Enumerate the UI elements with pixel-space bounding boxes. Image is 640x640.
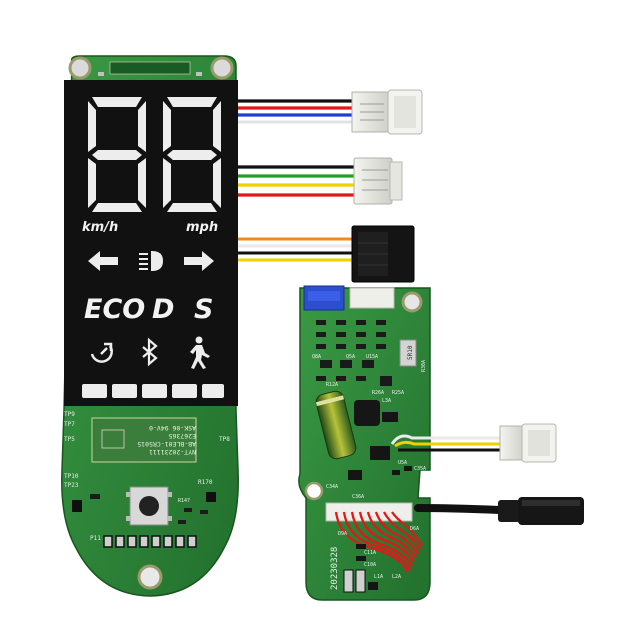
- ble-module: [91, 417, 197, 463]
- module-text-4: ASK-06 94V-0: [149, 424, 196, 432]
- connector-3: [351, 225, 415, 283]
- power-inductor: [354, 400, 380, 426]
- module-text-3: E267365: [169, 432, 196, 440]
- mount-hole: [210, 56, 234, 80]
- label-r25a: R25A: [392, 390, 404, 396]
- dashboard-board: km/h mph ECO D S: [61, 55, 239, 597]
- label-r147: R147: [178, 498, 190, 504]
- red-wire-bundle: [334, 511, 423, 573]
- label-c34a: C34A: [326, 484, 338, 490]
- label-c10a: C10A: [364, 562, 376, 568]
- label-tp23: TP23: [64, 482, 79, 489]
- label-l1a: L1A: [374, 574, 383, 580]
- label-inductor: 5R10: [407, 345, 414, 360]
- label-p11: P11: [90, 535, 101, 542]
- date-code: 20230328: [330, 547, 340, 590]
- label-q5a: Q5A: [346, 354, 355, 360]
- battery-segment: [112, 384, 137, 398]
- label-l2a: L2A: [392, 574, 401, 580]
- arrow-left-icon: [88, 251, 118, 271]
- connector-1: [351, 89, 423, 135]
- wire-harness-2: [238, 165, 360, 197]
- battery-segment: [82, 384, 107, 398]
- mount-hole: [401, 291, 423, 313]
- label-u5a: U5A: [398, 460, 407, 466]
- solder-pad-row: [103, 535, 197, 548]
- connector-4: [499, 423, 557, 463]
- label-c35a: C35A: [414, 466, 426, 472]
- label-l3a: L3A: [382, 398, 391, 404]
- wire-harness-3: [238, 237, 356, 262]
- tact-switch: [126, 486, 172, 526]
- battery-segments: [82, 384, 224, 398]
- label-tp9: TP9: [64, 411, 75, 418]
- label-tp8: TP8: [219, 436, 230, 443]
- label-u15a: U15A: [366, 354, 378, 360]
- arrow-right-icon: [184, 251, 214, 271]
- label-tp7: TP7: [64, 421, 75, 428]
- connector-2: [353, 157, 403, 205]
- battery-segment: [142, 384, 167, 398]
- mount-hole: [304, 481, 324, 501]
- electrolytic-capacitor: [315, 390, 357, 460]
- cruise-control-icon: [90, 342, 113, 363]
- smd-component-grid: [316, 320, 392, 386]
- wire-harness-1: [238, 99, 358, 124]
- label-d6a: D6A: [410, 526, 419, 532]
- controller-board: R12A Q8A Q5A U15A 5R10 R30A R25A R26A L3…: [298, 285, 431, 601]
- label-c36a: C36A: [352, 494, 364, 500]
- label-tp5: TP5: [64, 436, 75, 443]
- white-header-connector: [349, 287, 395, 309]
- battery-segment: [202, 384, 224, 398]
- label-r30a: R30A: [421, 360, 427, 372]
- dc-cable: [414, 497, 584, 525]
- module-text-1: NYT-20231111: [149, 448, 196, 456]
- label-tp10: TP10: [64, 473, 79, 480]
- label-r170: R170: [198, 479, 213, 486]
- unit-mph-label: mph: [186, 220, 218, 235]
- mount-hole: [137, 564, 163, 590]
- label-r12a: R12A: [326, 382, 338, 388]
- mount-hole: [68, 56, 92, 80]
- walk-mode-icon: [190, 336, 210, 369]
- wire-harness-4: [390, 434, 505, 452]
- unit-kmh-label: km/h: [82, 220, 118, 235]
- module-text-2: AB-BLE01-CR5015: [137, 440, 196, 448]
- label-d9a: D9A: [338, 531, 347, 537]
- mode-d-label: D: [152, 294, 174, 325]
- mode-eco-label: ECO: [84, 294, 145, 325]
- label-r26a: R26A: [372, 390, 384, 396]
- bluetooth-icon: [142, 337, 158, 367]
- label-q8a: Q8A: [312, 354, 321, 360]
- battery-segment: [172, 384, 197, 398]
- mode-s-label: S: [194, 294, 213, 325]
- inductor-5r10: [399, 339, 417, 367]
- speed-digits: [88, 97, 221, 212]
- headlight-icon: [139, 250, 164, 272]
- label-c11a: C11A: [364, 550, 376, 556]
